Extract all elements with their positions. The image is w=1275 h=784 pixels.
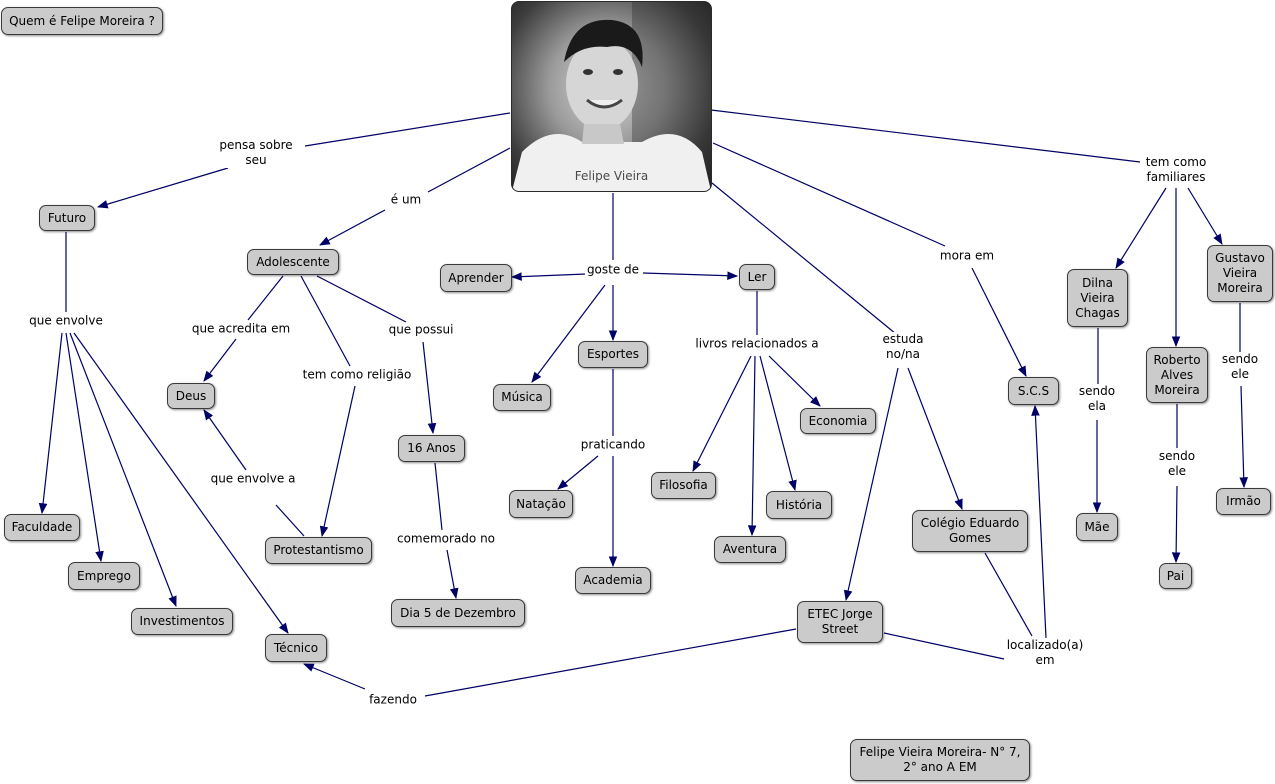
node-ler[interactable]: Ler — [739, 264, 775, 290]
label-praticando: praticando — [578, 437, 648, 453]
node-tecnico[interactable]: Técnico — [265, 634, 327, 662]
link-envolve-investimentos — [69, 332, 177, 608]
node-aventura[interactable]: Aventura — [714, 536, 786, 563]
label-sendo-ele-pai: sendo ele — [1156, 449, 1198, 479]
link-envolvea-deus — [203, 409, 247, 471]
node-adolescente[interactable]: Adolescente — [247, 249, 339, 275]
node-economia[interactable]: Economia — [800, 408, 876, 434]
label-pensa-sobre-seu: pensa sobre seu — [217, 138, 295, 168]
link-localizado-scs — [1031, 404, 1047, 639]
link-sendoele-irmao — [1239, 385, 1249, 489]
node-16-anos[interactable]: 16 Anos — [398, 435, 465, 462]
label-goste-de: goste de — [584, 262, 642, 278]
label-estuda-no-na: estuda no/na — [880, 332, 926, 362]
center-caption: Felipe Vieira — [574, 169, 649, 183]
node-natacao[interactable]: Natação — [509, 490, 573, 518]
link-envolve-tecnico — [73, 332, 289, 634]
label-mora-em: mora em — [937, 248, 997, 264]
link-sendoele-pai — [1171, 485, 1181, 564]
node-faculdade[interactable]: Faculdade — [4, 514, 80, 541]
center-photo-node[interactable]: Felipe Vieira — [511, 1, 712, 192]
link-estuda-colegio — [907, 367, 963, 511]
label-que-envolve: que envolve — [27, 313, 105, 329]
link-comemorado-dia5 — [446, 549, 459, 600]
node-investimentos[interactable]: Investimentos — [131, 608, 233, 635]
footer-author-note[interactable]: Felipe Vieira Moreira- N° 7, 2° ano A EM — [850, 739, 1030, 781]
node-academia[interactable]: Academia — [575, 567, 651, 594]
link-center-eum — [427, 147, 511, 193]
node-deus[interactable]: Deus — [167, 383, 215, 409]
link-livros-historia — [759, 355, 797, 492]
link-protestantismo-envolvea — [275, 504, 305, 537]
label-livros-relacionados-a: livros relacionados a — [693, 336, 821, 352]
link-center-pensa — [304, 112, 511, 147]
node-scs[interactable]: S.C.S — [1008, 377, 1059, 405]
link-fazendo-tecnico — [303, 663, 366, 690]
link-goste-musica — [531, 284, 606, 383]
link-center-familiares — [710, 109, 1141, 163]
node-emprego[interactable]: Emprego — [68, 562, 140, 590]
node-dia-5-dezembro[interactable]: Dia 5 de Dezembro — [391, 599, 525, 627]
node-esportes[interactable]: Esportes — [578, 341, 648, 368]
label-que-envolve-a: que envolve a — [208, 471, 298, 487]
link-adolescente-possui — [316, 275, 407, 323]
link-etec-fazendo — [424, 628, 797, 697]
link-etec-localizado — [883, 632, 1005, 660]
link-envolve-faculdade — [38, 332, 63, 515]
link-envolve-emprego — [65, 332, 104, 563]
node-irmao[interactable]: Irmão — [1216, 488, 1271, 515]
link-adolescente-religiao — [300, 275, 351, 367]
link-moraem-scs — [971, 267, 1027, 377]
node-pai[interactable]: Pai — [1159, 563, 1192, 589]
node-protestantismo[interactable]: Protestantismo — [265, 537, 372, 564]
node-etec[interactable]: ETEC Jorge Street — [797, 601, 883, 643]
link-eum-adolescente — [319, 209, 386, 246]
node-futuro[interactable]: Futuro — [39, 205, 95, 231]
node-colegio[interactable]: Colégio Eduardo Gomes — [912, 510, 1028, 552]
link-livros-economia — [768, 355, 821, 407]
link-religiao-protestantismo — [319, 385, 356, 538]
node-aprender[interactable]: Aprender — [440, 264, 512, 292]
label-localizado-em: localizado(a) em — [1004, 638, 1086, 668]
link-center-moraem — [712, 142, 946, 247]
link-pensa-futuro — [96, 167, 229, 209]
label-fazendo: fazendo — [367, 692, 419, 708]
label-que-possui: que possui — [386, 322, 456, 338]
label-tem-como-familiares: tem como familiares — [1143, 155, 1209, 185]
node-filosofia[interactable]: Filosofia — [651, 472, 716, 499]
node-musica[interactable]: Música — [493, 384, 551, 411]
portrait-image — [512, 2, 711, 191]
node-roberto[interactable]: Roberto Alves Moreira — [1146, 347, 1208, 403]
link-praticando-natacao — [557, 455, 599, 490]
map-title[interactable]: Quem é Felipe Moreira ? — [1, 7, 163, 35]
label-e-um: é um — [388, 192, 424, 208]
link-familiares-gustavo — [1187, 187, 1223, 245]
link-possui-16anos — [422, 341, 437, 435]
link-estuda-etec — [843, 367, 899, 602]
label-sendo-ele-irmao: sendo ele — [1219, 352, 1261, 382]
link-colegio-localizado — [984, 552, 1033, 637]
node-gustavo[interactable]: Gustavo Vieira Moreira — [1207, 245, 1273, 302]
node-historia[interactable]: História — [766, 491, 832, 519]
link-acredita-deus — [203, 338, 237, 382]
link-adolescente-acredita — [247, 275, 284, 321]
link-center-estuda — [711, 182, 897, 335]
link-livros-filosofia — [692, 355, 752, 472]
link-familiares-dilna — [1115, 187, 1167, 269]
link-16anos-comemorado — [434, 462, 443, 531]
label-comemorado-no: comemorado no — [394, 531, 498, 547]
label-sendo-ela: sendo ela — [1076, 384, 1118, 414]
label-que-acredita-em: que acredita em — [189, 321, 293, 337]
node-dilna[interactable]: Dilna Vieira Chagas — [1067, 269, 1128, 327]
label-tem-como-religiao: tem como religião — [300, 367, 414, 383]
node-mae[interactable]: Mãe — [1076, 513, 1118, 541]
link-goste-aprender — [510, 272, 587, 281]
link-goste-ler — [642, 271, 739, 281]
link-livros-aventura — [747, 355, 757, 537]
